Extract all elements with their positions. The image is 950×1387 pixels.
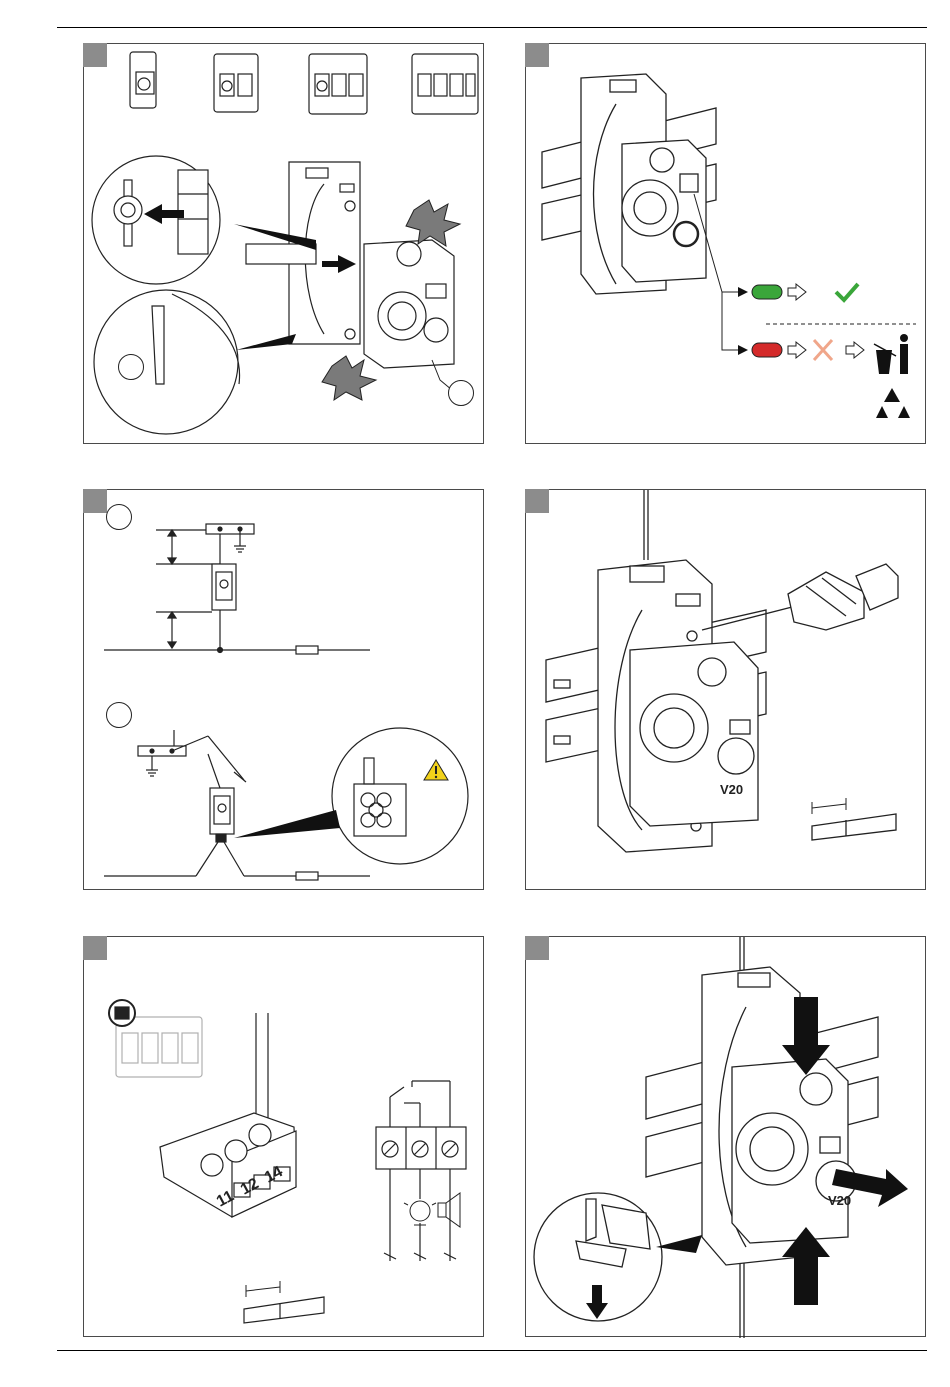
device-label: V20	[828, 1193, 851, 1208]
variant-1pole	[130, 52, 156, 108]
module-removal-illustration: V20	[526, 937, 927, 1338]
device-overview	[116, 1017, 202, 1077]
arrow-icon	[788, 342, 806, 358]
panel-screw-terminal: V20	[525, 489, 926, 890]
detail-circle-connector	[332, 728, 468, 864]
marker-a	[118, 354, 144, 380]
arrow-icon	[846, 342, 864, 358]
panel-module-replacement	[83, 43, 484, 444]
status-led-ok	[752, 285, 782, 299]
screw-terminal-illustration: V20	[526, 490, 927, 891]
panel-module-removal: V20	[525, 936, 926, 1337]
panel-remote-signalling: 11 12 14	[83, 936, 484, 1337]
panel-status-indicator	[525, 43, 926, 444]
marker-b	[106, 702, 132, 728]
spark-icon	[406, 200, 460, 246]
variant-3pole	[309, 54, 367, 114]
variant-2pole	[214, 54, 258, 112]
recycle-icon	[876, 388, 910, 418]
arrow-icon	[788, 284, 806, 300]
marker-b	[448, 380, 474, 406]
top-rule	[57, 27, 927, 28]
waste-bin-icon	[874, 334, 908, 374]
wiring-diagram	[84, 490, 485, 891]
panel-wiring-diagrams	[83, 489, 484, 890]
status-indicator-illustration	[526, 44, 927, 445]
device-label: V20	[720, 782, 743, 797]
marker-a	[106, 504, 132, 530]
spd-device-a	[212, 564, 236, 610]
bottom-rule	[57, 1350, 927, 1351]
spark-icon	[322, 356, 376, 400]
status-led-fault	[752, 343, 782, 357]
lamp-icon	[404, 1195, 436, 1225]
pe-terminal	[206, 524, 254, 534]
pe-terminal	[138, 746, 186, 756]
spd-device-b	[210, 788, 234, 834]
remote-signalling-illustration: 11 12 14	[84, 937, 485, 1338]
cross-icon	[814, 340, 832, 360]
horn-icon	[438, 1193, 460, 1227]
detail-circle-latch	[94, 290, 238, 434]
variant-4pole	[412, 54, 478, 114]
module-replacement-illustration	[84, 44, 485, 445]
callout-wedge	[236, 334, 296, 350]
check-icon	[836, 284, 858, 300]
